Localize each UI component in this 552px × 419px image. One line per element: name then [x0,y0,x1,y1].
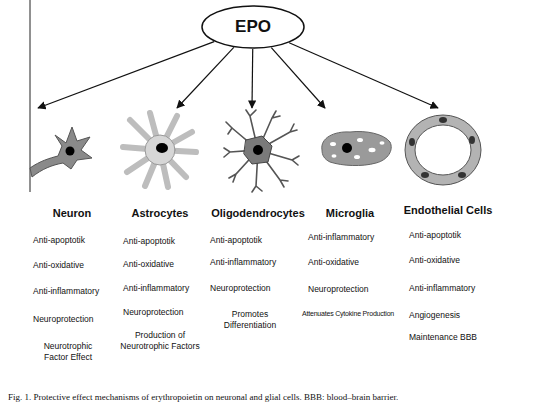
arrow-connector [251,49,253,108]
neuron-body [30,127,92,177]
cell-nucleus [66,147,75,156]
cell-column: NeuronAnti-apoptotikAnti-oxidativeAnti-i… [28,108,116,370]
effect-item: Anti-inflammatory [123,283,202,294]
effect-item: Neurotrophic Factor Effect [32,341,104,363]
vessel-outline [415,125,471,175]
effect-item: Angiogenesis [409,310,496,321]
cell-column: MicrogliaAnti-inflammatoryAnti-oxidative… [302,108,398,370]
cell-column: AstrocytesAnti-apoptotikAnti-oxidativeAn… [118,108,202,370]
effect-item: Neuroprotection [308,284,398,295]
vessel-wall [410,120,476,180]
cell-vacuole [357,138,363,142]
astrocyte-body [145,135,175,165]
microglia-drawing [322,131,391,165]
ellipse-shape [202,6,304,48]
cell-nucleus [458,172,466,178]
effect-item: Anti-apoptotik [409,230,496,241]
vessel-outline [405,115,481,185]
frame-line [30,0,31,192]
effect-item: Anti-oxidative [33,260,116,271]
effect-item: Anti-oxidative [123,259,202,270]
effect-item: Anti-oxidative [308,257,398,268]
cell-nucleus [409,138,415,146]
effect-item: Anti-oxidative [409,255,496,266]
arrow-connector [177,47,234,108]
cell-nucleus [421,172,429,178]
microglia-body [322,131,391,165]
cell-vacuole [369,148,376,152]
cell-nucleus [342,143,352,153]
endothelial-drawing [405,115,481,185]
hormone-label: EPO [201,17,305,37]
effect-item: Promotes Differentiation [210,309,290,331]
cell-heading: Endothelial Cells [400,204,496,217]
cell-heading: Microglia [302,207,398,220]
cell-vacuole [354,155,360,159]
cell-heading: Astrocytes [118,207,202,220]
figure-caption: Fig. 1. Protective effect mechanisms of … [8,392,398,403]
cell-vacuole [380,141,385,145]
cell-nucleus [156,143,168,153]
cell-heading: Neuron [28,207,116,220]
effect-item: Anti-inflammatory [33,286,116,297]
effect-item: Anti-apoptotik [210,235,300,246]
cell-column: Endothelial CellsAnti-apoptotikAnti-oxid… [400,108,496,370]
effect-item: Neuroprotection [123,307,202,318]
cell-nucleus [253,145,263,155]
astrocyte-drawing [123,113,196,187]
arrow-connector [289,43,438,108]
effect-item: Anti-apoptotik [33,235,116,246]
oligodendrocyte-body [244,136,272,164]
cell-vacuole [330,142,336,146]
cell-nucleus [439,117,447,123]
effect-item: Anti-inflammatory [210,257,300,268]
arrow-connector [271,48,325,108]
cell-nucleus [469,136,475,144]
effect-item: Anti-inflammatory [308,232,398,243]
oligodendrocyte-drawing [224,110,299,192]
effect-item: Anti-inflammatory [409,283,496,294]
hormone-ellipse: EPO [201,5,305,49]
effect-item: Attenuates Cytokine Production [302,308,402,319]
effect-item: Maintenance BBB [409,332,496,343]
effect-item: Neuroprotection [210,283,300,294]
arrow-connector [38,42,214,108]
cell-heading: Oligodendrocytes [206,207,310,220]
cell-vacuole [332,154,337,158]
neuron-drawing [30,127,92,177]
effect-item: Production of Neurotrophic Factors [118,330,202,352]
effect-item: Neuroprotection [33,314,116,325]
effect-item: Anti-apoptotik [123,236,202,247]
cell-column: OligodendrocytesAnti-apoptotikAnti-infla… [206,108,302,370]
